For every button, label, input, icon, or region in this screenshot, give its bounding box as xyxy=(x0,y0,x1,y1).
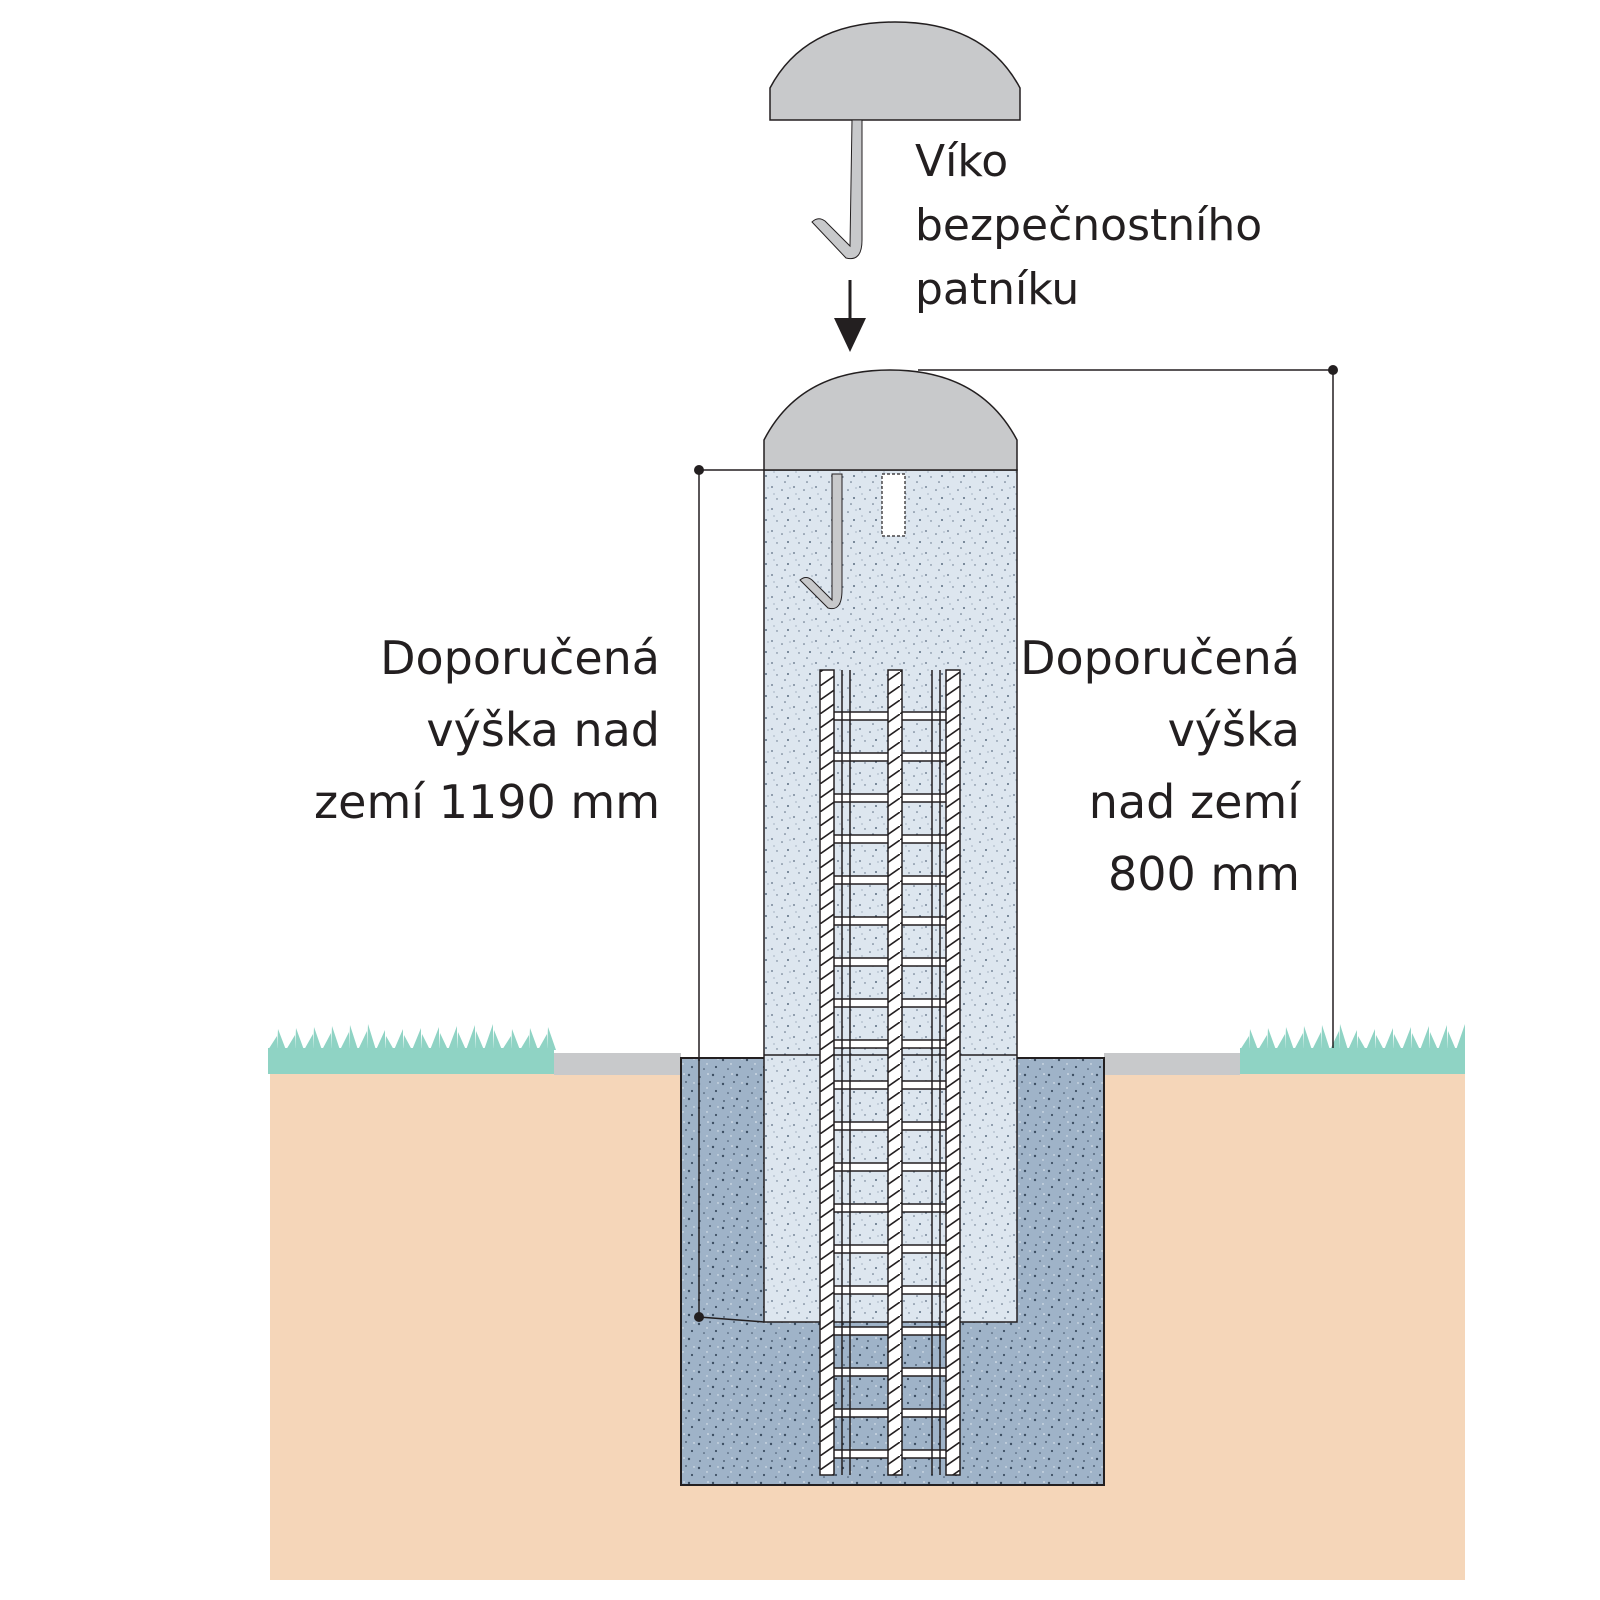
right-dimension-dot-top xyxy=(1328,365,1338,375)
left-dimension-dot-bottom xyxy=(694,1312,704,1322)
right-label-line-3: nad zemí xyxy=(1088,775,1300,829)
left-dimension-dot-top xyxy=(694,465,704,475)
rebar-cage xyxy=(819,669,961,1476)
grass-right xyxy=(1240,1024,1465,1074)
left-label-line-3: zemí 1190 mm xyxy=(314,775,660,829)
paving-left xyxy=(554,1053,681,1075)
left-dimension-label: Doporučená výška nad zemí 1190 mm xyxy=(314,622,660,838)
down-arrow-icon xyxy=(834,280,866,352)
right-dimension-label: Doporučená výška nad zemí 800 mm xyxy=(1020,622,1300,910)
right-label-line-4: 800 mm xyxy=(1107,847,1300,901)
lid-label-line-1: Víko xyxy=(915,136,1009,187)
lid-detached xyxy=(769,21,1021,260)
bollard-lid xyxy=(763,369,1018,471)
lid-label: Víko bezpečnostního patníku xyxy=(915,130,1262,322)
right-label-line-1: Doporučená xyxy=(1020,631,1300,685)
lid-label-line-3: patníku xyxy=(915,264,1080,315)
paving-right xyxy=(1104,1053,1240,1075)
grass-left xyxy=(268,1024,556,1074)
lock-slot xyxy=(881,473,906,537)
rebar-center xyxy=(887,669,903,1476)
right-label-line-2: výška xyxy=(1167,703,1300,757)
rebar-right xyxy=(945,669,961,1476)
embedded-hook xyxy=(799,473,906,610)
lid-label-line-2: bezpečnostního xyxy=(915,200,1263,251)
left-label-line-2: výška nad xyxy=(426,703,660,757)
left-label-line-1: Doporučená xyxy=(380,631,660,685)
left-dimension-line xyxy=(698,469,765,1323)
right-dimension-line xyxy=(918,369,1334,1048)
rebar-left xyxy=(819,669,835,1476)
